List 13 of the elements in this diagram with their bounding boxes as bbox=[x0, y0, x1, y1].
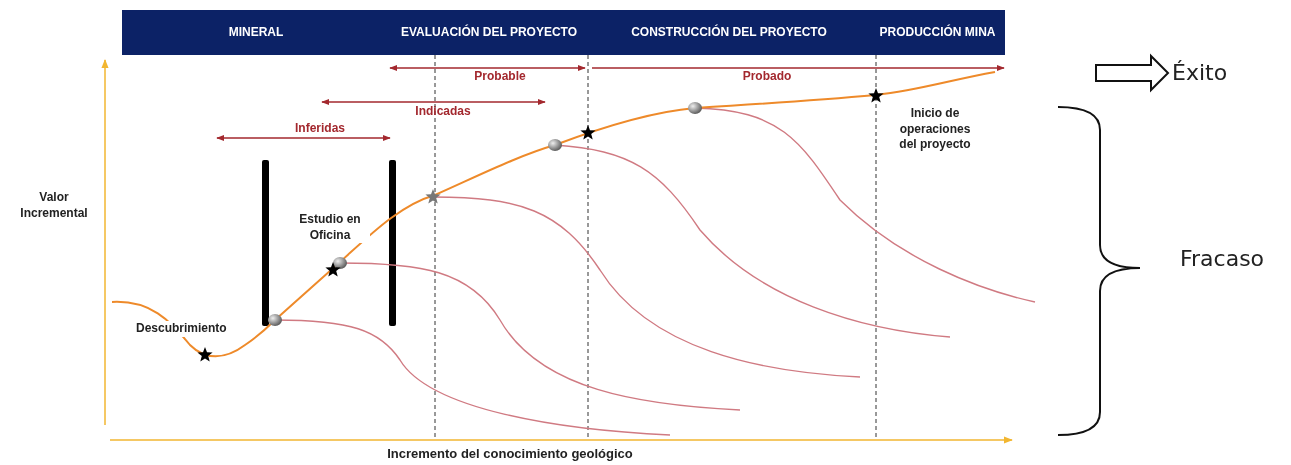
phase-header: PRODUCCIÓN MINA bbox=[870, 10, 1005, 55]
range-label: Probado bbox=[741, 69, 793, 85]
range-label: Indicadas bbox=[414, 104, 472, 120]
phase-header: MINERAL bbox=[122, 10, 390, 55]
axis-label: Incremento del conocimiento geológico bbox=[386, 446, 634, 463]
outcome-text: Éxito bbox=[1168, 60, 1238, 85]
annotation-text: Descubrimiento bbox=[136, 321, 228, 337]
hollow-arrow bbox=[1095, 53, 1170, 93]
range-label: Inferidas bbox=[294, 121, 346, 137]
range-label: Probable bbox=[473, 69, 527, 85]
phase-header: EVALUACIÓN DEL PROYECTO bbox=[390, 10, 588, 55]
phase-header: CONSTRUCCIÓN DEL PROYECTO bbox=[588, 10, 870, 55]
outcome-text: Fracaso bbox=[1180, 245, 1266, 273]
